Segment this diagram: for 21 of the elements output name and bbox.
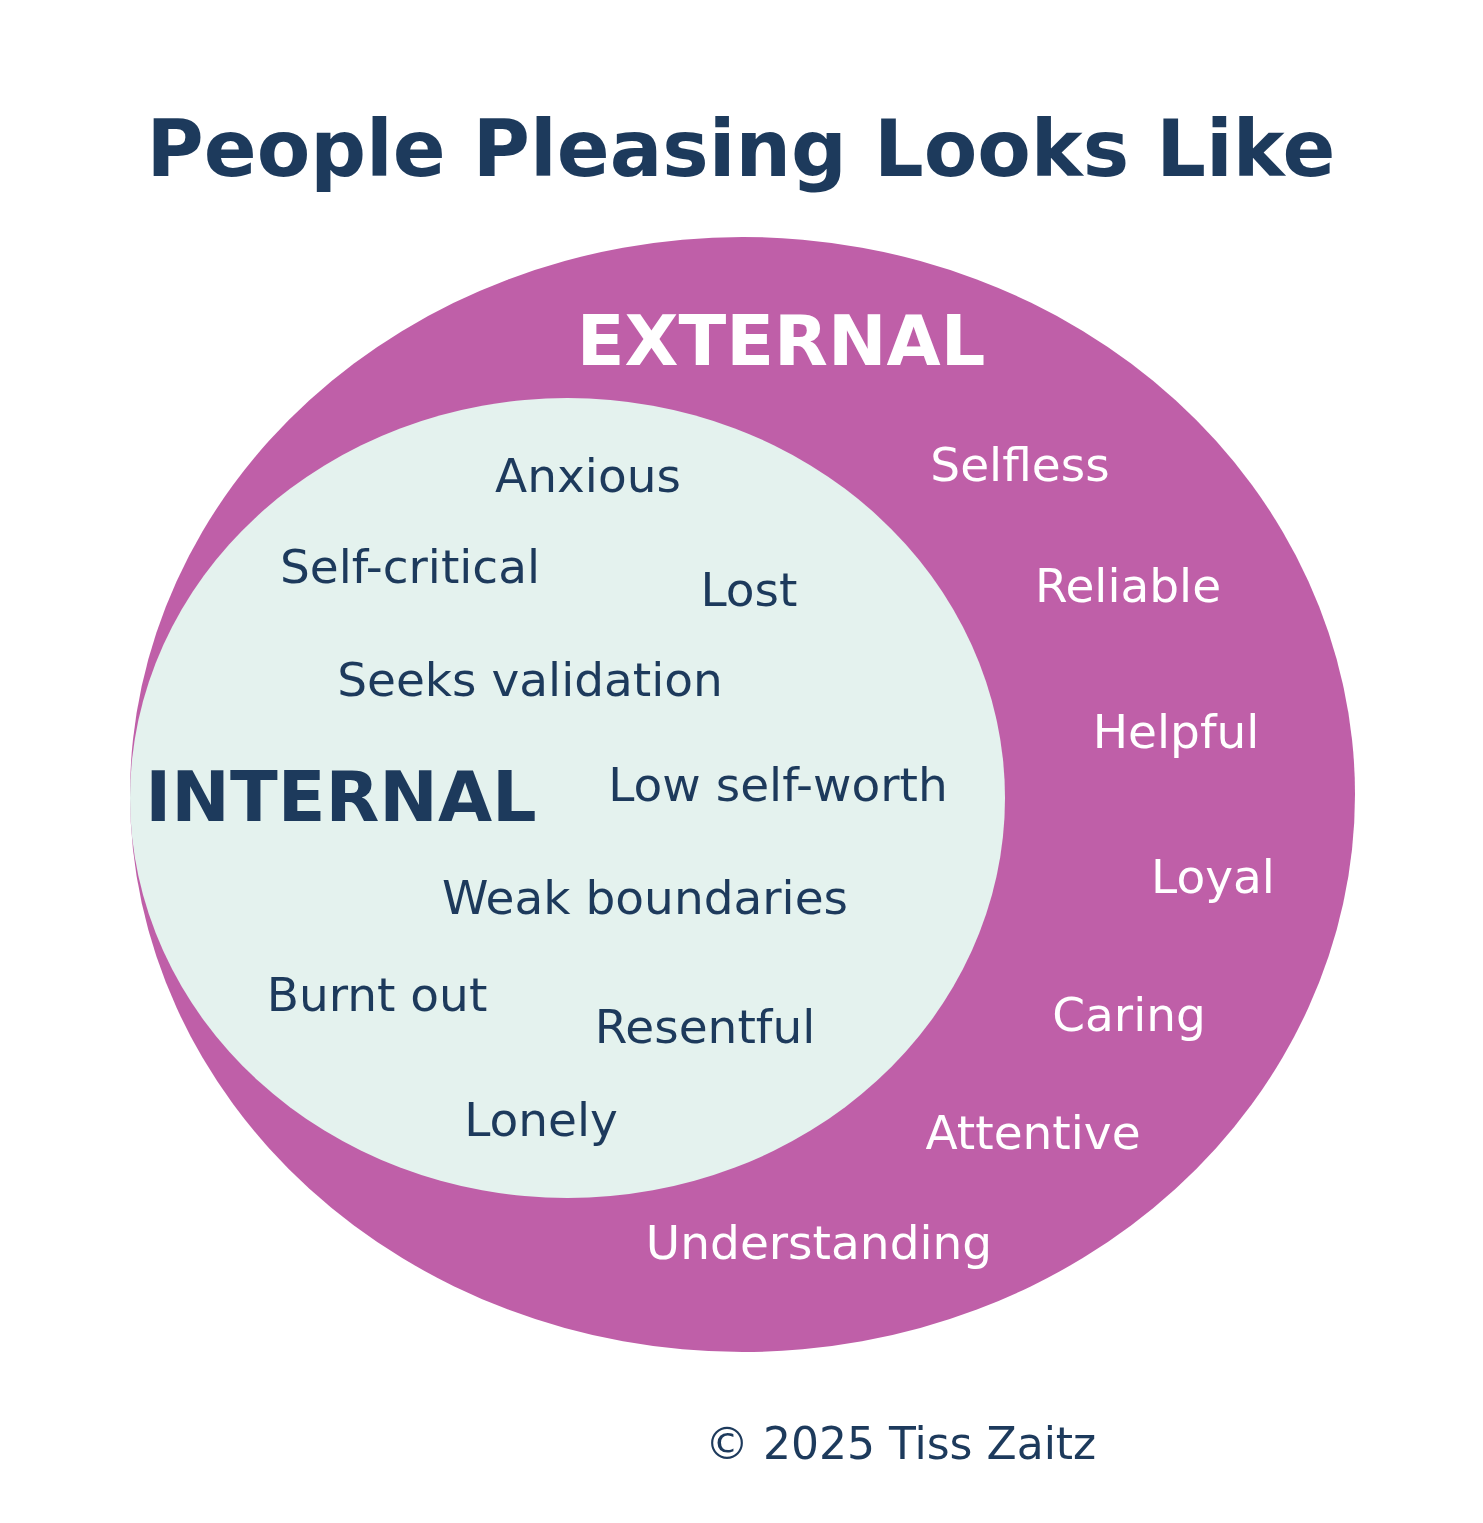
trait-label: Loyal bbox=[1151, 847, 1275, 906]
diagram-title: People Pleasing Looks Like bbox=[146, 103, 1336, 197]
trait-label: Burnt out bbox=[266, 965, 488, 1024]
trait-label: Reliable bbox=[1034, 556, 1222, 615]
trait-label: Understanding bbox=[645, 1213, 993, 1272]
trait-label: Resentful bbox=[594, 997, 816, 1056]
category-heading: EXTERNAL bbox=[576, 299, 986, 385]
trait-label: Attentive bbox=[925, 1103, 1141, 1162]
trait-label: Low self-worth bbox=[608, 755, 948, 814]
trait-label: Helpful bbox=[1092, 702, 1260, 761]
trait-label: Weak boundaries bbox=[441, 868, 849, 927]
category-heading: INTERNAL bbox=[145, 755, 537, 841]
venn-ellipse bbox=[130, 237, 1355, 1352]
trait-label: Lonely bbox=[464, 1090, 618, 1149]
copyright-note: © 2025 Tiss Zaitz bbox=[705, 1417, 1097, 1471]
trait-label: Self-critical bbox=[279, 537, 541, 596]
trait-label: Caring bbox=[1052, 985, 1206, 1044]
trait-label: Seeks validation bbox=[337, 650, 723, 709]
trait-label: Lost bbox=[700, 560, 798, 619]
trait-label: Anxious bbox=[495, 446, 681, 505]
trait-label: Selfless bbox=[930, 435, 1110, 494]
